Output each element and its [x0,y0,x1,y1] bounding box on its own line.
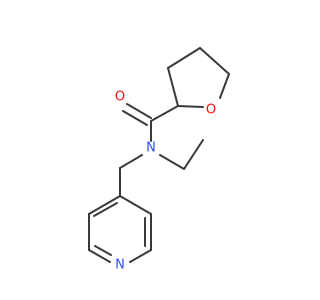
molecule-structure: O N O N [88,47,230,273]
carbonyl-double-bond-line-1 [126,103,152,119]
carbonyl-double-bond-line-2 [122,110,148,126]
bond-ring-c3-c4 [167,47,201,69]
ring-oxygen-label: O [206,103,216,118]
carbonyl-oxygen-label: O [115,90,125,105]
pyridine-nitrogen-label: N [115,258,125,273]
bond-py-c2-n [88,249,111,263]
bond-ring-c5-o [219,73,230,99]
bond-ring-c4-c5 [199,47,230,75]
bond-py-c5-c4 [119,195,152,215]
bond-carbonyl-to-ring [150,105,179,122]
bond-ethyl-ch2-ch3 [183,139,204,170]
bond-ring-c2-c3 [167,67,179,107]
bond-nitrogen-to-ethyl [159,154,185,170]
bond-py-c4-c3 [88,195,121,215]
bond-ring-o-c2 [177,105,204,108]
bond-py-c4-c3-inner [93,202,118,217]
bond-py-c2-n-inner [94,245,112,256]
bond-nitrogen-to-methylene [119,154,143,169]
amide-nitrogen-label: N [146,141,156,156]
bond-py-n-c6 [129,249,152,263]
